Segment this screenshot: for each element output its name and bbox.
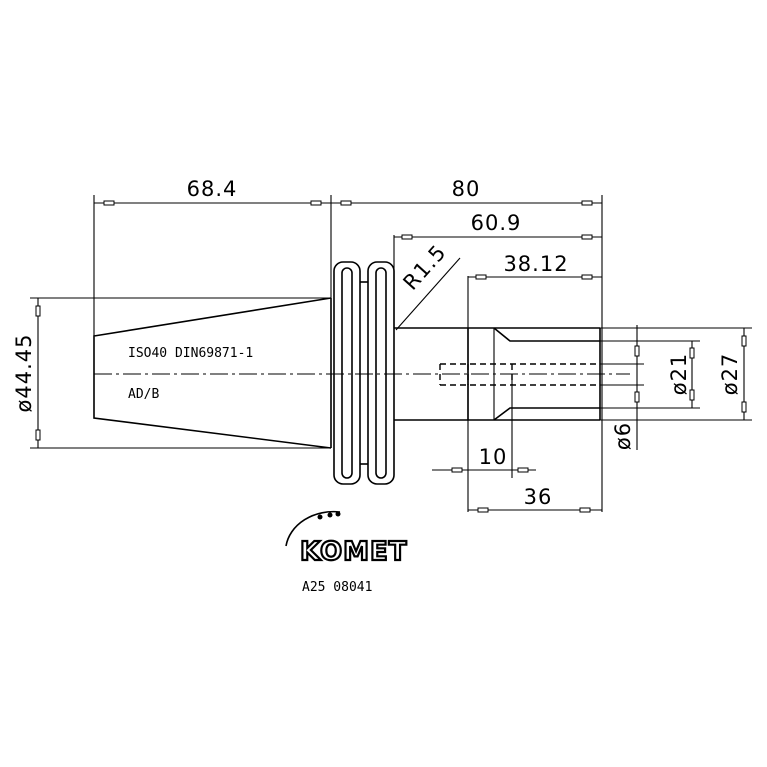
dim-length-bore: 38.12 <box>503 252 568 276</box>
dim-length-taper: 68.4 <box>187 177 238 201</box>
dim-depth-large: 36 <box>524 485 553 509</box>
komet-logo: KOMET A25 08041 <box>285 510 408 595</box>
dim-length-shank: 60.9 <box>471 211 522 235</box>
logo-brand: KOMET <box>300 537 407 567</box>
shank <box>394 327 601 421</box>
dim-dia-hole: ø6 <box>611 422 635 450</box>
part-number: A25 08041 <box>302 580 372 595</box>
dimension-terminators <box>35 200 747 513</box>
note-standard: ISO40 DIN69871-1 <box>128 346 253 361</box>
dim-depth-small: 10 <box>479 445 508 469</box>
flange <box>333 261 395 485</box>
radius-leader <box>395 257 461 331</box>
dim-dia-outer: ø27 <box>718 353 742 396</box>
dim-radius: R1.5 <box>398 240 451 295</box>
taper-cone <box>93 297 332 449</box>
note-form: AD/B <box>128 387 159 402</box>
dim-dia-inner: ø21 <box>667 353 691 396</box>
dim-length-total: 80 <box>452 177 481 201</box>
dim-dia-flange: ø44.45 <box>12 334 36 413</box>
